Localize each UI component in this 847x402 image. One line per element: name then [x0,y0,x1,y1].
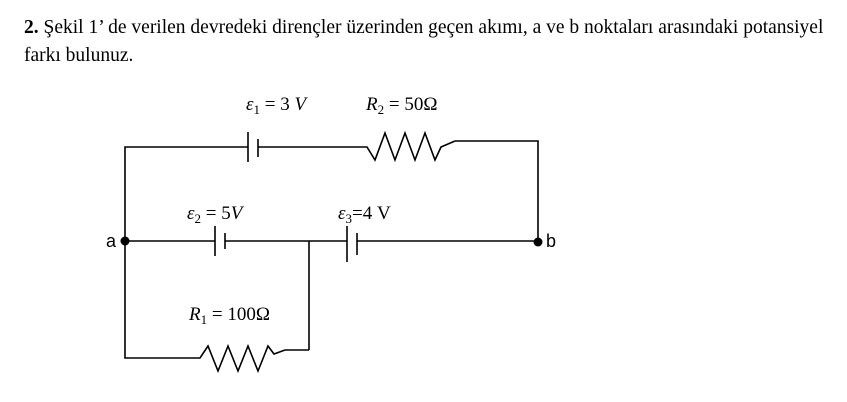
label-r2: R2 = 50Ω [365,94,437,117]
label-r1: R1 = 100Ω [188,304,270,327]
resistor-r2 [353,130,456,163]
node-b-label: b [546,231,556,251]
bottom-wire-left [124,241,186,359]
top-wire-right [455,140,539,241]
label-e2: ε2 = 5V [187,203,245,226]
question-number: 2. [24,17,39,38]
top-wire-left [124,146,248,240]
node-a-dot [120,236,130,246]
node-b-dot [533,237,543,247]
question-text: 2. Şekil 1’ de verilen devredeki dirençl… [24,14,824,70]
resistor-r1 [186,343,309,374]
label-e1: ε1 = 3 V [246,94,308,117]
node-a-label: a [106,231,117,251]
question-body: Şekil 1’ de verilen devredeki dirençler … [24,17,824,66]
label-e3: ε3=4 V [338,203,391,226]
